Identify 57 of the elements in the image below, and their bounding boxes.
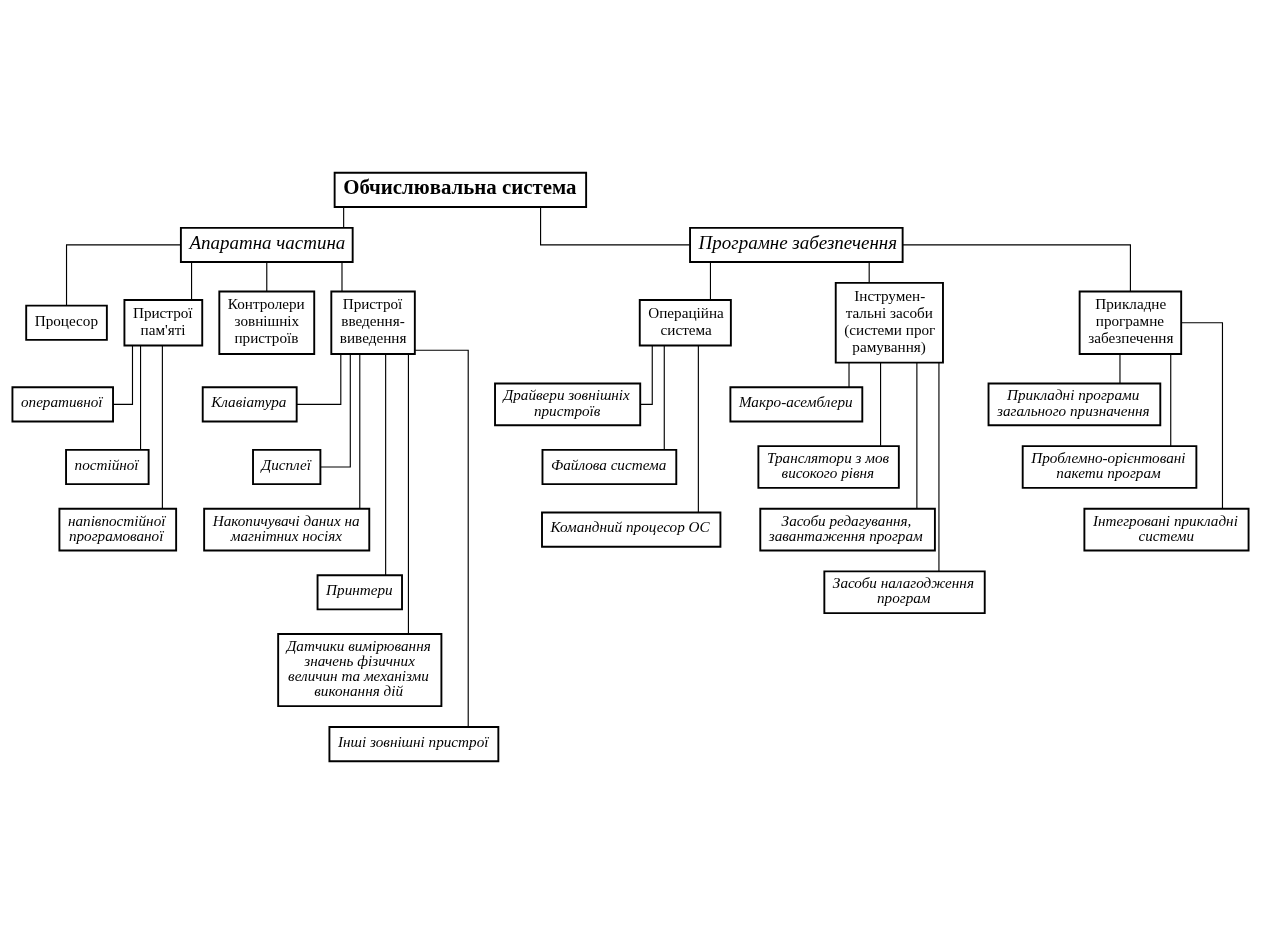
node-box: Проблемно-орієнтовані пакети програм bbox=[1021, 445, 1198, 489]
node-box: Командний процесор ОС bbox=[541, 511, 722, 548]
node-box: Макро-асемблери bbox=[729, 386, 864, 423]
node-box: Інтегровані прикладні системи bbox=[1083, 507, 1250, 552]
connector bbox=[385, 353, 387, 576]
connector bbox=[266, 261, 268, 292]
connector bbox=[343, 206, 345, 229]
connector bbox=[1180, 322, 1224, 510]
connector bbox=[540, 206, 691, 246]
connector bbox=[938, 362, 940, 572]
connector bbox=[161, 345, 163, 510]
connector bbox=[359, 353, 361, 510]
node-box: Накопичувачі даних на магнітних носіях bbox=[203, 507, 371, 552]
connector bbox=[902, 244, 1131, 292]
connector bbox=[140, 345, 142, 451]
node-box: Засоби налагодження програм bbox=[823, 570, 986, 615]
node-box: Прикладне програмне забезпечення bbox=[1078, 290, 1183, 355]
connector bbox=[868, 261, 870, 284]
connector bbox=[320, 353, 351, 468]
node-box: Контролери зовнішніх пристроїв bbox=[218, 290, 316, 355]
node-box: Клавіатура bbox=[201, 386, 298, 423]
node-box: Драйвери зовнішніх пристроїв bbox=[494, 382, 642, 427]
connector bbox=[191, 261, 193, 301]
node-box: Датчики вимірювання значень фізичних величин та механізми виконання дій bbox=[277, 633, 443, 708]
connector bbox=[639, 345, 653, 405]
node-box: Прикладні програми загального призначення bbox=[987, 382, 1162, 427]
node-box: Інструмен- тальні засоби (системи програмування) bbox=[834, 281, 944, 364]
node-box: Принтери bbox=[316, 574, 403, 611]
node-box: Засоби редагування, завантаження програм bbox=[759, 507, 936, 552]
connector bbox=[916, 362, 918, 510]
node-box: Файлова система bbox=[541, 448, 678, 486]
connector bbox=[709, 261, 712, 301]
node-box: Пристрої введення-виведення bbox=[330, 290, 416, 355]
connector bbox=[407, 353, 409, 635]
connector bbox=[65, 244, 182, 307]
node-box: постійної bbox=[65, 448, 150, 486]
connector bbox=[848, 362, 850, 388]
connector bbox=[414, 349, 469, 728]
node-box: оперативної bbox=[11, 386, 114, 423]
connector bbox=[341, 261, 343, 292]
node-box: Транслятори з мов високого рівня bbox=[757, 445, 900, 489]
connector bbox=[880, 362, 882, 447]
node-box: Пристрої пам'яті bbox=[123, 299, 204, 347]
node-box: напівпостійної програмованої bbox=[58, 507, 178, 552]
connector bbox=[697, 345, 699, 513]
node-box: Апаратна частина bbox=[179, 226, 354, 263]
node-box: Інші зовнішні пристрої bbox=[328, 726, 500, 763]
node-box: Дисплеї bbox=[252, 448, 322, 486]
node-box: Програмне забезпечення bbox=[689, 226, 904, 263]
node-box: Процесор bbox=[25, 304, 108, 341]
node-box: Обчислювальна система bbox=[333, 171, 588, 208]
connector bbox=[1119, 353, 1121, 384]
connector bbox=[112, 345, 134, 405]
connector bbox=[1170, 353, 1172, 447]
connector bbox=[663, 345, 665, 451]
node-box: Операційна система bbox=[638, 299, 732, 347]
connector bbox=[296, 353, 342, 405]
